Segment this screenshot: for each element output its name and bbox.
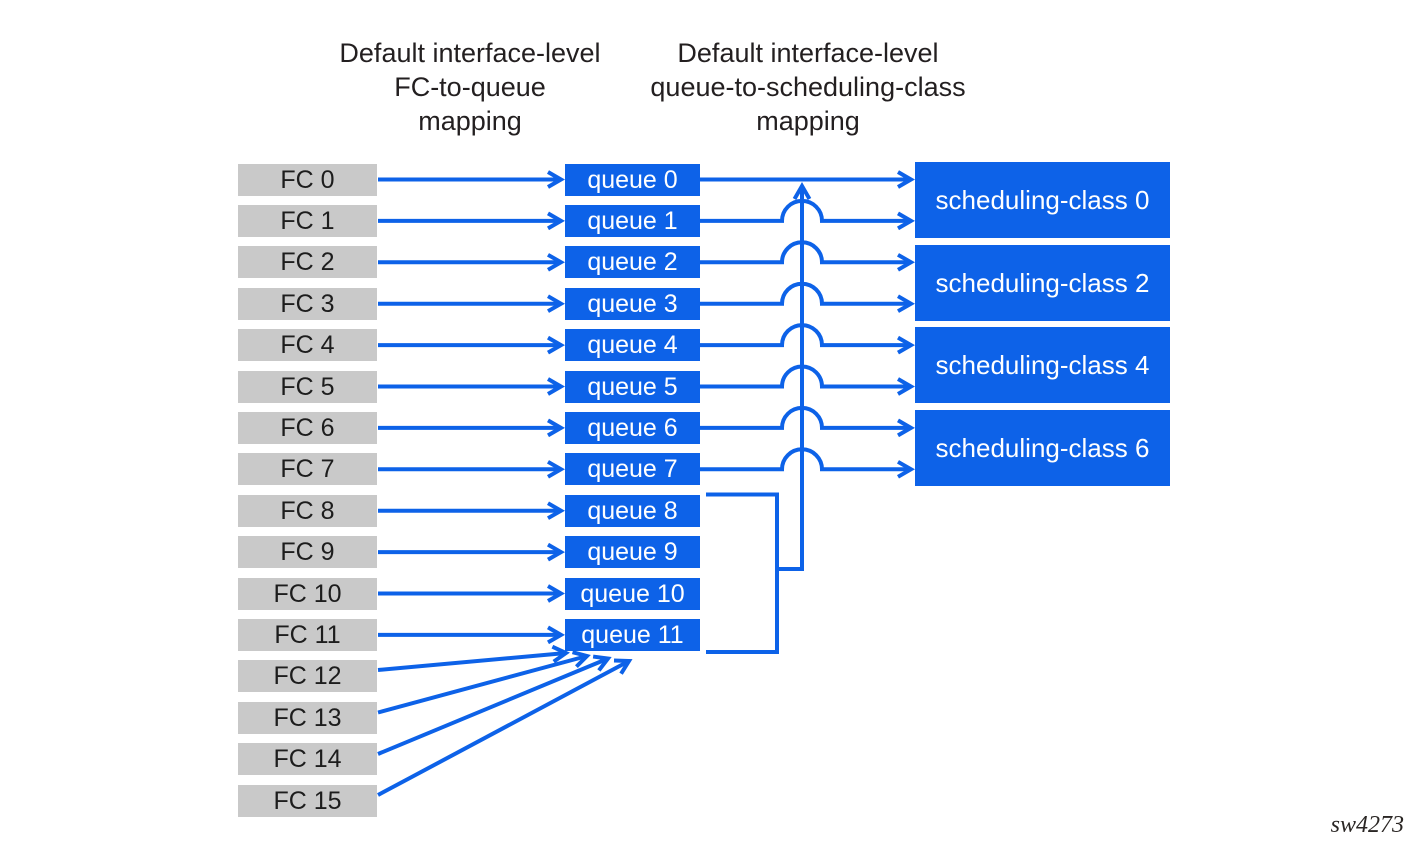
fc-box-0: FC 0 bbox=[238, 163, 377, 196]
fc-box-5: FC 5 bbox=[238, 370, 377, 403]
queue-box-7: queue 7 bbox=[565, 453, 700, 486]
header-line: queue-to-scheduling-class bbox=[650, 72, 966, 102]
queue-box-8: queue 8 bbox=[565, 494, 700, 527]
queue-box-5: queue 5 bbox=[565, 370, 700, 403]
fc-box-14: FC 14 bbox=[238, 743, 377, 776]
scheduling-class-box-0: scheduling-class 0 bbox=[915, 162, 1170, 238]
arrow-fc14-queue11 bbox=[377, 654, 612, 756]
scheduling-class-box-6: scheduling-class 6 bbox=[915, 409, 1170, 486]
header-fc-to-queue: Default interface-level FC-to-queue mapp… bbox=[240, 36, 700, 138]
fc-box-10: FC 10 bbox=[238, 577, 377, 610]
queue-to-scheduling-class-lines bbox=[700, 170, 916, 479]
fc-box-4: FC 4 bbox=[238, 329, 377, 362]
arrow-queue4-sc4 bbox=[700, 323, 916, 355]
header-line: FC-to-queue bbox=[394, 72, 546, 102]
fc-box-13: FC 13 bbox=[238, 701, 377, 734]
merged-upward-arrow bbox=[777, 181, 812, 571]
queue-box-2: queue 2 bbox=[565, 246, 700, 279]
scheduling-class-box-4: scheduling-class 4 bbox=[915, 327, 1170, 403]
arrow-queue6-sc6 bbox=[700, 405, 916, 438]
arrow-queue1-sc0 bbox=[700, 198, 916, 231]
queue-box-1: queue 1 bbox=[565, 204, 700, 237]
figure-id-watermark: sw4273 bbox=[1330, 812, 1404, 838]
header-queue-to-scheduling-class: Default interface-level queue-to-schedul… bbox=[578, 36, 1038, 138]
arrow-fc13-queue11 bbox=[377, 650, 591, 715]
queue-box-3: queue 3 bbox=[565, 287, 700, 320]
fc-box-3: FC 3 bbox=[238, 287, 377, 320]
fc-box-8: FC 8 bbox=[238, 494, 377, 527]
queue-box-6: queue 6 bbox=[565, 411, 700, 444]
queue-box-11: queue 11 bbox=[565, 618, 700, 651]
arrow-fc15-queue11 bbox=[377, 658, 633, 797]
fc-box-11: FC 11 bbox=[238, 618, 377, 651]
arrow-queue7-sc6 bbox=[700, 447, 916, 479]
fc-box-2: FC 2 bbox=[238, 246, 377, 279]
arrow-fc12-queue11 bbox=[377, 644, 570, 672]
queue-box-10: queue 10 bbox=[565, 577, 700, 610]
arrow-queue5-sc4 bbox=[700, 364, 916, 396]
arrow-queue3-sc2 bbox=[700, 281, 916, 313]
header-line: Default interface-level bbox=[677, 38, 939, 68]
queue-box-9: queue 9 bbox=[565, 536, 700, 569]
scheduling-class-box-2: scheduling-class 2 bbox=[915, 244, 1170, 321]
fc12-15-to-queue11-arrows bbox=[377, 644, 633, 797]
fc-to-queue-arrows bbox=[378, 170, 566, 645]
header-line: Default interface-level bbox=[339, 38, 601, 68]
fc-box-12: FC 12 bbox=[238, 660, 377, 693]
queue8-11-bracket bbox=[706, 492, 779, 654]
arrow-queue2-sc2 bbox=[700, 240, 916, 272]
queue8-11-group bbox=[706, 181, 812, 654]
fc-box-15: FC 15 bbox=[238, 784, 377, 817]
fc-box-9: FC 9 bbox=[238, 536, 377, 569]
fc-box-6: FC 6 bbox=[238, 411, 377, 444]
fc-box-7: FC 7 bbox=[238, 453, 377, 486]
queue-box-4: queue 4 bbox=[565, 329, 700, 362]
fc-box-1: FC 1 bbox=[238, 204, 377, 237]
header-line: mapping bbox=[418, 106, 522, 136]
header-line: mapping bbox=[756, 106, 860, 136]
queue-box-0: queue 0 bbox=[565, 163, 700, 196]
